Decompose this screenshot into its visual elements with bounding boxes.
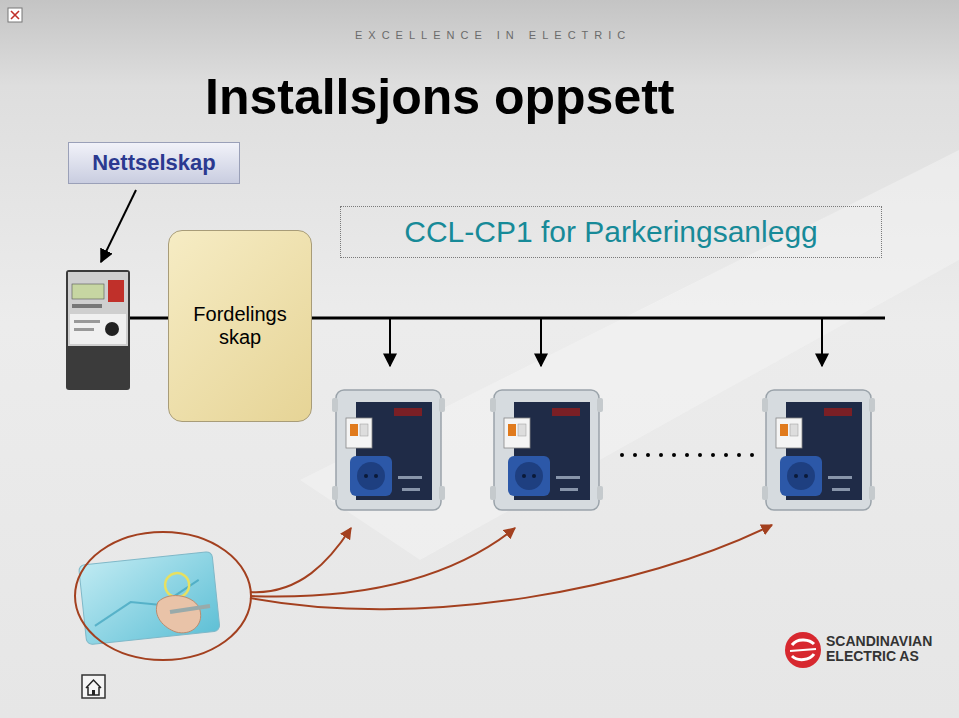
node-text: Fordelings skap	[169, 303, 311, 349]
card-ellipse	[75, 532, 251, 660]
drop-arrow	[540, 318, 542, 366]
drop-arrow	[821, 318, 823, 366]
charging-unit	[490, 390, 603, 510]
continuation-dots	[620, 453, 754, 457]
tagline: EXCELLENCE IN ELECTRIC	[355, 30, 631, 42]
company-name: SCANDINAVIAN ELECTRIC AS	[826, 634, 938, 663]
heading-box: CCL-CP1 for Parkeringsanlegg	[340, 206, 882, 258]
home-icon	[82, 675, 105, 698]
charging-unit	[762, 390, 875, 510]
leader-arrow	[101, 190, 136, 262]
light-beam	[300, 150, 959, 560]
curved-arrow	[250, 528, 515, 596]
curved-arrow	[250, 528, 351, 592]
drop-arrow	[389, 318, 391, 366]
charging-unit	[332, 390, 445, 510]
close-icon	[8, 8, 22, 22]
company-logo	[785, 632, 821, 668]
curved-arrow	[250, 525, 772, 609]
rfid-card	[79, 551, 221, 645]
page-title: Installsjons oppsett	[205, 68, 675, 126]
company-box: Nettselskap	[68, 142, 240, 184]
cabinet-box: Fordelings skap	[168, 230, 312, 422]
node-text: Nettselskap	[92, 150, 216, 175]
electricity-meter	[66, 270, 130, 390]
node-text: CCL-CP1 for Parkeringsanlegg	[404, 215, 818, 250]
